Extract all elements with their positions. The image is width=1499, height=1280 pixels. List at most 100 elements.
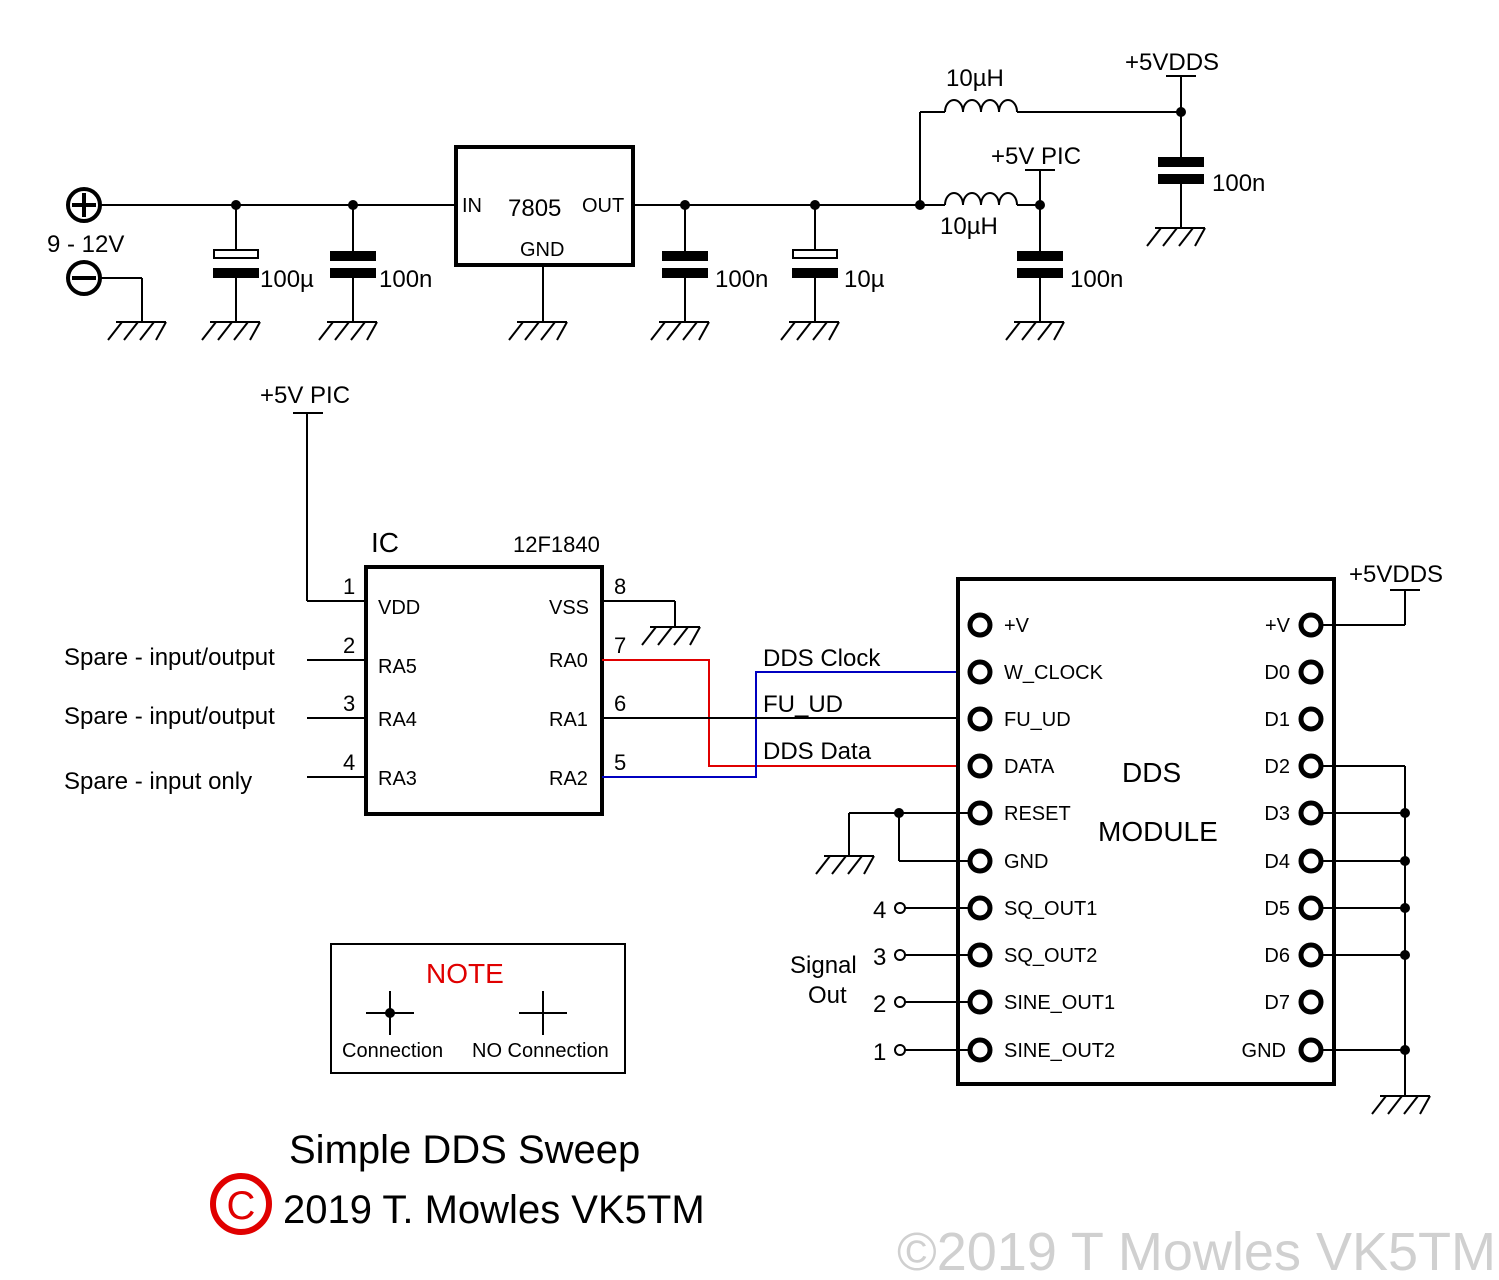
spare-pin-label: Spare - input/output [64,644,275,671]
pad-icon [1298,659,1324,685]
capacitor-c3: 100n [662,205,768,322]
svg-text:1: 1 [873,1039,886,1066]
svg-text:5: 5 [614,750,626,775]
dds-module-label: DDS [1122,757,1181,788]
svg-text:IN: IN [462,195,482,217]
pad-icon [1298,989,1324,1015]
svg-text:GND: GND [520,239,564,261]
junction-dot [1400,856,1410,866]
pic-microcontroller: +5V PIC IC 12F1840 1 VDD 2 RA5 Spare - i… [64,382,701,816]
inductor-l1: 10µH [919,65,1181,205]
svg-text:GND: GND [1004,851,1048,873]
rail-label-pic: +5V PIC [260,382,350,409]
spare-pin-label: Spare - input/output [64,703,275,730]
rail-label-dds: +5VDDS [1125,49,1219,76]
svg-text:RA2: RA2 [549,768,588,790]
ground-symbol [201,321,261,341]
signal-out-label: Signal [790,952,857,979]
svg-text:W_CLOCK: W_CLOCK [1004,662,1104,684]
note-no-connection-label: NO Connection [472,1040,609,1062]
pad-icon [967,706,993,732]
signal-out-label: Out [808,982,847,1009]
svg-text:100n: 100n [715,266,768,293]
pad-icon [1298,942,1324,968]
svg-text:4: 4 [343,750,355,775]
svg-text:RA1: RA1 [549,709,588,731]
note-title: NOTE [426,958,504,989]
svg-text:10µH: 10µH [940,213,998,240]
svg-text:RA0: RA0 [549,650,588,672]
pad-icon [1298,706,1324,732]
rail-label-pic: +5V PIC [991,143,1081,170]
svg-text:RESET: RESET [1004,803,1071,825]
dds-module: DDS MODULE +V W_CLOCK FU_UD DATA RESET G… [790,561,1443,1115]
ground-symbol [508,321,568,341]
title-block: Simple DDS Sweep C 2019 T. Mowles VK5TM [210,1128,705,1235]
junction-dot [894,808,904,818]
capacitor-c5: 100n [1017,251,1123,322]
copyright-text: 2019 T. Mowles VK5TM [283,1188,705,1232]
note-connection-label: Connection [342,1040,443,1062]
ground-symbol [650,321,710,341]
svg-text:C: C [227,1184,256,1228]
svg-text:D5: D5 [1264,898,1290,920]
svg-text:100n: 100n [379,266,432,293]
svg-text:RA3: RA3 [378,768,417,790]
pad-icon [1298,800,1324,826]
svg-text:1: 1 [343,574,355,599]
ground-symbol [641,626,701,646]
pad-icon [1298,753,1324,779]
ground-symbol [1146,227,1206,247]
ground-symbol [1005,321,1065,341]
pad-icon [1298,895,1324,921]
net-label-clock: DDS Clock [763,645,881,672]
pad-icon [967,1037,993,1063]
svg-text:100µ: 100µ [260,266,314,293]
dds-module-label: MODULE [1098,816,1218,847]
svg-text:D0: D0 [1264,662,1290,684]
svg-text:SINE_OUT2: SINE_OUT2 [1004,1040,1115,1062]
ic-reference: IC [371,527,399,558]
pad-icon [967,942,993,968]
svg-text:D3: D3 [1264,803,1290,825]
output-terminal-icon [894,1044,906,1056]
svg-text:D7: D7 [1264,992,1290,1014]
pad-icon [967,800,993,826]
ic-part-number: 12F1840 [513,532,600,557]
watermark: ©2019 T Mowles VK5TM [897,1222,1496,1280]
signal-nets: DDS Clock FU_UD DDS Data [602,645,966,778]
svg-text:3: 3 [343,691,355,716]
svg-text:6: 6 [614,691,626,716]
svg-text:FU_UD: FU_UD [1004,709,1071,731]
input-voltage-label: 9 - 12V [47,231,124,258]
note-legend: NOTE Connection NO Connection [330,943,626,1074]
svg-text:D1: D1 [1264,709,1290,731]
capacitor-c6: 100n [1158,157,1265,228]
junction-dot [1400,903,1410,913]
connection-dot-icon [385,1008,395,1018]
svg-text:RA4: RA4 [378,709,417,731]
power-supply: 9 - 12V 100µ 100n IN [47,49,1265,341]
svg-text:10µH: 10µH [946,65,1004,92]
svg-text:100n: 100n [1070,266,1123,293]
svg-text:100n: 100n [1212,170,1265,197]
net-label-fu-ud: FU_UD [763,691,843,718]
svg-text:D2: D2 [1264,756,1290,778]
output-terminal-icon [894,996,906,1008]
ground-symbol [815,855,875,875]
capacitor-c2: 100n [330,205,432,322]
svg-text:+V: +V [1265,615,1291,637]
svg-text:D4: D4 [1264,851,1290,873]
ic-body [364,565,604,816]
ground-symbol [780,321,840,341]
output-terminal-icon [894,902,906,914]
svg-text:VSS: VSS [549,597,589,619]
pad-icon [1298,848,1324,874]
ground-symbol [107,321,167,341]
svg-text:SQ_OUT2: SQ_OUT2 [1004,945,1097,967]
svg-text:SQ_OUT1: SQ_OUT1 [1004,898,1097,920]
capacitor-c4-electrolytic: 10µ [792,205,885,322]
pad-icon [967,989,993,1015]
svg-text:2: 2 [343,633,355,658]
